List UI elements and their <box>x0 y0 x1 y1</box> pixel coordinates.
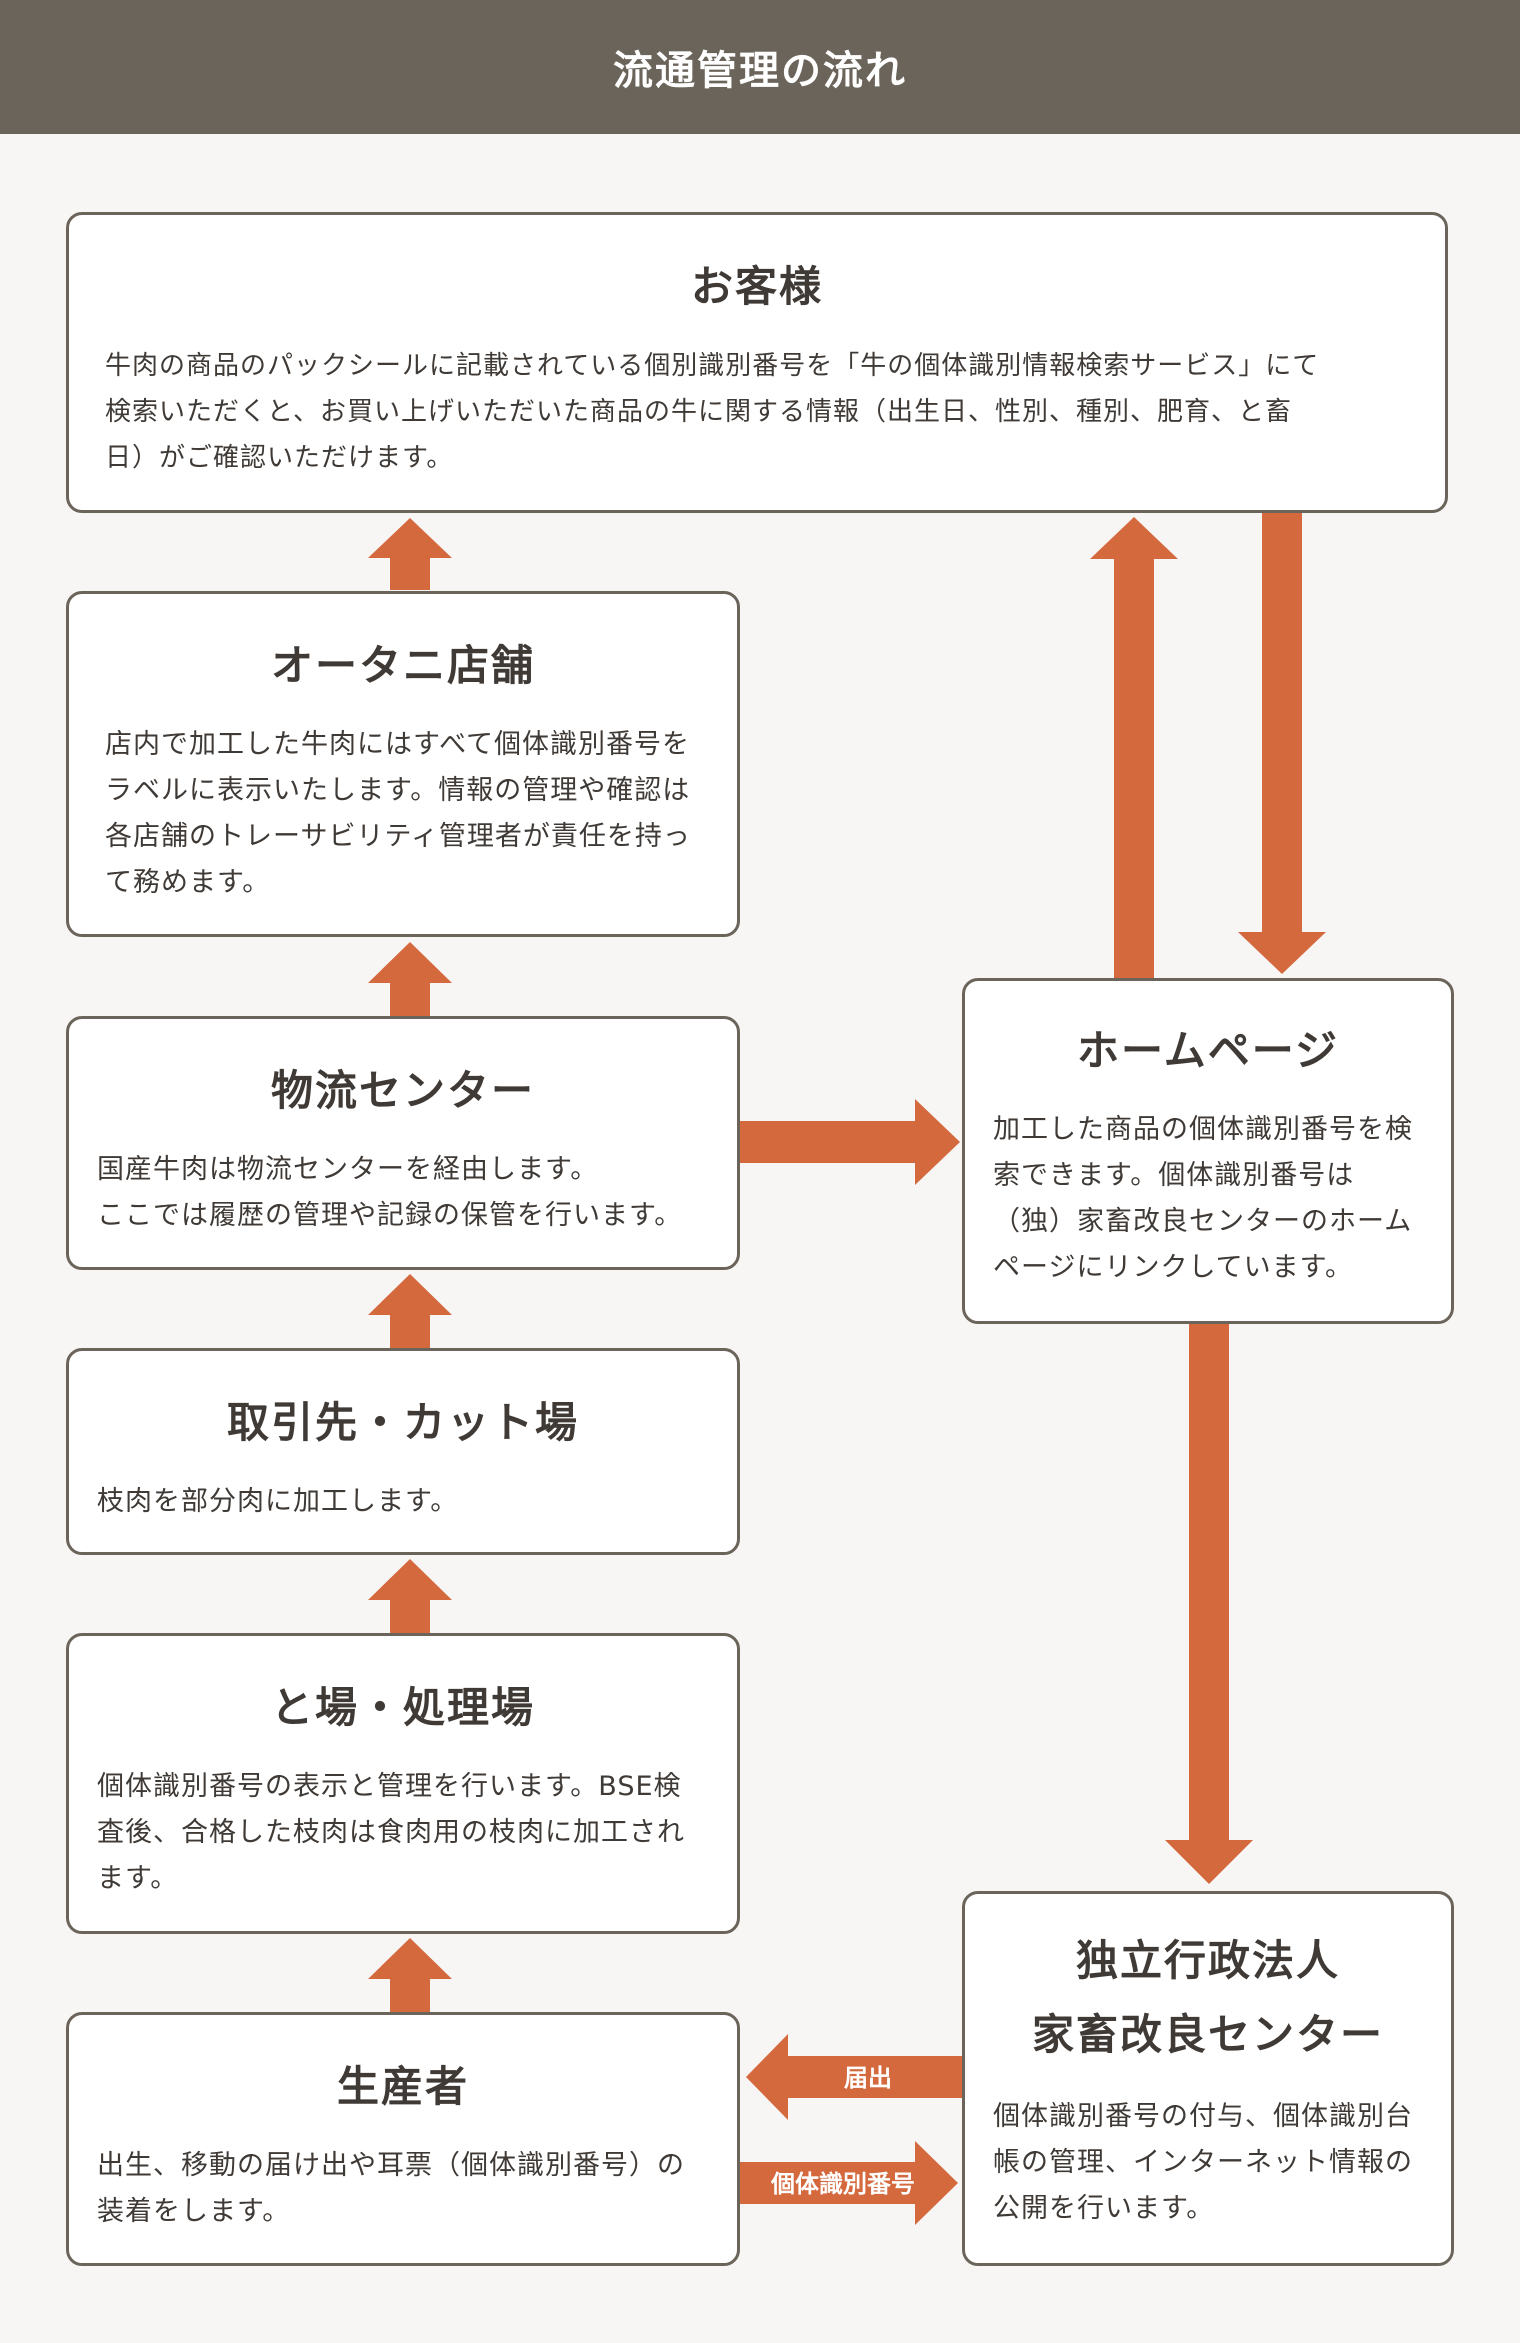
logistics-title: 物流センター <box>270 1066 535 1115</box>
customer-body-line: 検索いただくと、お買い上げいただいた商品の牛に関する情報（出生日、性別、種別、肥… <box>105 397 1292 427</box>
store-body-line: て務めます。 <box>105 867 271 898</box>
page-title: 流通管理の流れ <box>613 48 907 94</box>
cutting-box: 取引先・カット場 枝肉を部分肉に加工します。 <box>66 1348 740 1555</box>
store-body-line: 店内で加工した牛肉にはすべて個体識別番号を <box>105 729 691 760</box>
center-body: 個体識別番号の付与、個体識別台 帳の管理、インターネット情報の 公開を行います。 <box>993 2094 1437 2232</box>
arrow-label-notify: 届出 <box>844 2064 892 2092</box>
slaughter-body-line: ます。 <box>97 1863 179 1894</box>
homepage-box: ホームページ 加工した商品の個体識別番号を検 索できます。個体識別番号は （独）… <box>962 978 1454 1324</box>
customer-body-line: 牛肉の商品のパックシールに記載されている個別識別番号を「牛の個体識別情報検索サー… <box>105 351 1320 381</box>
producer-body-line: 装着をします。 <box>97 2196 291 2227</box>
logistics-body-line: ここでは履歴の管理や記録の保管を行います。 <box>97 1200 683 1231</box>
arrow-logistics-to-store <box>368 942 452 1016</box>
arrow-slaughter-to-cutting <box>368 1559 452 1633</box>
arrow-logistics-to-homepage <box>740 1099 960 1185</box>
producer-title: 生産者 <box>336 2062 469 2111</box>
homepage-body-line: ページにリンクしています。 <box>993 1252 1353 1283</box>
homepage-body: 加工した商品の個体識別番号を検 索できます。個体識別番号は （独）家畜改良センタ… <box>993 1107 1437 1291</box>
producer-body: 出生、移動の届け出や耳票（個体識別番号）の 装着をします。 <box>97 2143 717 2235</box>
customer-title: お客様 <box>690 262 823 311</box>
center-title-line: 家畜改良センター <box>1031 2010 1384 2059</box>
arrow-homepage-to-center <box>1165 1324 1253 1884</box>
homepage-body-line: （独）家畜改良センターのホーム <box>993 1206 1413 1237</box>
arrow-homepage-to-customer <box>1090 517 1178 978</box>
cutting-title: 取引先・カット場 <box>226 1398 579 1447</box>
cutting-body-line: 枝肉を部分肉に加工します。 <box>97 1486 459 1517</box>
slaughter-body: 個体識別番号の表示と管理を行います。BSE検 査後、合格した枝肉は食肉用の枝肉に… <box>97 1764 717 1902</box>
homepage-title: ホームページ <box>1077 1026 1339 1075</box>
customer-body-line: 日）がご確認いただけます。 <box>105 443 454 473</box>
arrow-producer-to-center <box>740 2141 958 2225</box>
page-header: 流通管理の流れ <box>0 0 1520 134</box>
center-title-line: 独立行政法人 <box>1075 1936 1340 1985</box>
center-box: 独立行政法人 家畜改良センター 個体識別番号の付与、個体識別台 帳の管理、インタ… <box>962 1891 1454 2266</box>
store-title: オータニ店舗 <box>270 641 535 690</box>
slaughter-box: と場・処理場 個体識別番号の表示と管理を行います。BSE検 査後、合格した枝肉は… <box>66 1633 740 1934</box>
arrow-center-to-producer <box>746 2034 962 2120</box>
store-body-line: 各店舗のトレーサビリティ管理者が責任を持っ <box>105 821 691 852</box>
store-body: 店内で加工した牛肉にはすべて個体識別番号を ラベルに表示いたします。情報の管理や… <box>105 722 717 906</box>
arrow-label-id-number: 個体識別番号 <box>770 2170 915 2198</box>
arrow-store-to-customer <box>368 518 452 590</box>
producer-box: 生産者 出生、移動の届け出や耳票（個体識別番号）の 装着をします。 <box>66 2012 740 2266</box>
arrow-producer-to-slaughter <box>368 1938 452 2012</box>
logistics-body-line: 国産牛肉は物流センターを経由します。 <box>97 1154 599 1185</box>
slaughter-title: と場・処理場 <box>270 1683 535 1732</box>
center-body-line: 個体識別番号の付与、個体識別台 <box>993 2101 1413 2132</box>
center-title: 独立行政法人 家畜改良センター <box>965 1924 1451 2072</box>
slaughter-body-line: 個体識別番号の表示と管理を行います。BSE検 <box>97 1771 682 1802</box>
homepage-body-line: 加工した商品の個体識別番号を検 <box>993 1114 1413 1145</box>
cutting-body: 枝肉を部分肉に加工します。 <box>97 1479 717 1525</box>
center-body-line: 帳の管理、インターネット情報の <box>993 2147 1413 2178</box>
slaughter-body-line: 査後、合格した枝肉は食肉用の枝肉に加工され <box>97 1817 685 1848</box>
customer-body: 牛肉の商品のパックシールに記載されている個別識別番号を「牛の個体識別情報検索サー… <box>105 343 1415 481</box>
logistics-body: 国産牛肉は物流センターを経由します。 ここでは履歴の管理や記録の保管を行います。 <box>97 1147 717 1239</box>
customer-box: お客様 牛肉の商品のパックシールに記載されている個別識別番号を「牛の個体識別情報… <box>66 212 1448 513</box>
logistics-box: 物流センター 国産牛肉は物流センターを経由します。 ここでは履歴の管理や記録の保… <box>66 1016 740 1270</box>
store-body-line: ラベルに表示いたします。情報の管理や確認は <box>105 775 691 806</box>
store-box: オータニ店舗 店内で加工した牛肉にはすべて個体識別番号を ラベルに表示いたします… <box>66 591 740 937</box>
arrow-cutting-to-logistics <box>368 1274 452 1348</box>
arrow-customer-to-homepage <box>1238 513 1326 974</box>
homepage-body-line: 索できます。個体識別番号は <box>993 1160 1355 1191</box>
center-body-line: 公開を行います。 <box>993 2193 1215 2224</box>
producer-body-line: 出生、移動の届け出や耳票（個体識別番号）の <box>97 2150 685 2181</box>
